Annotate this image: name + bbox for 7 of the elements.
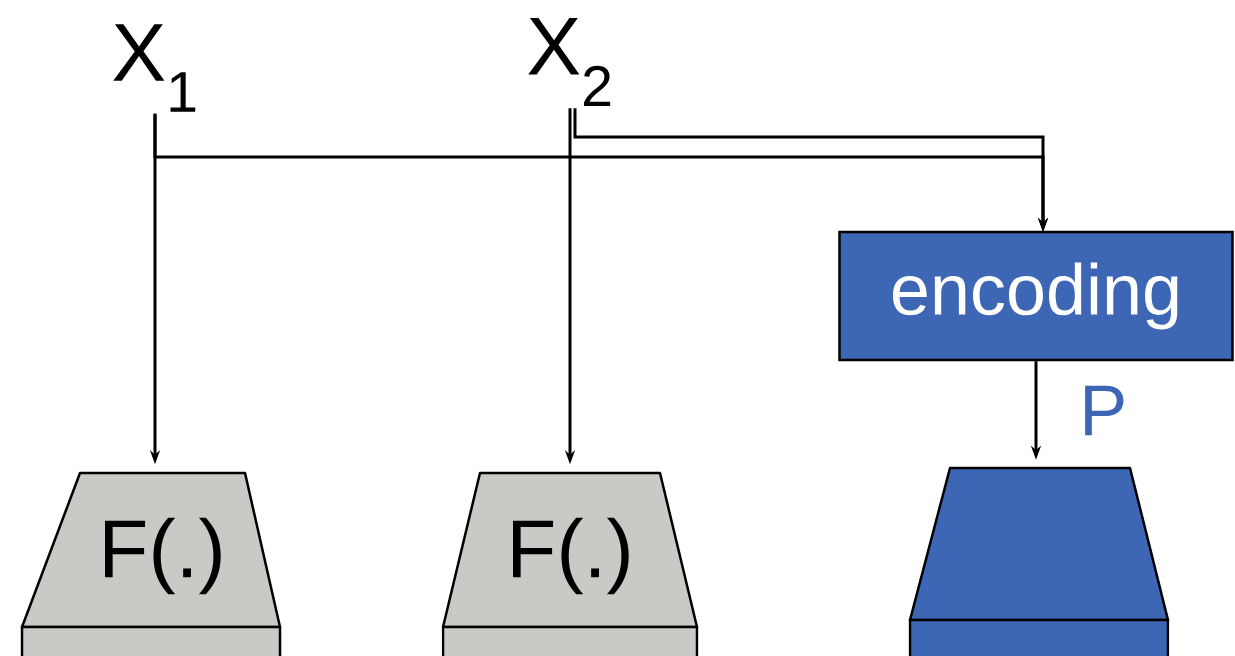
variable-label: X$_{2}$	[528, 18, 611, 106]
process-box: encoding	[838, 230, 1234, 362]
edge-label: P	[1085, 385, 1124, 436]
trapezoid-block	[908, 466, 1170, 656]
function-block: F(.)	[441, 471, 699, 656]
variable-label: X$_{1}$	[113, 24, 196, 112]
function-block: F(.)	[20, 471, 282, 656]
